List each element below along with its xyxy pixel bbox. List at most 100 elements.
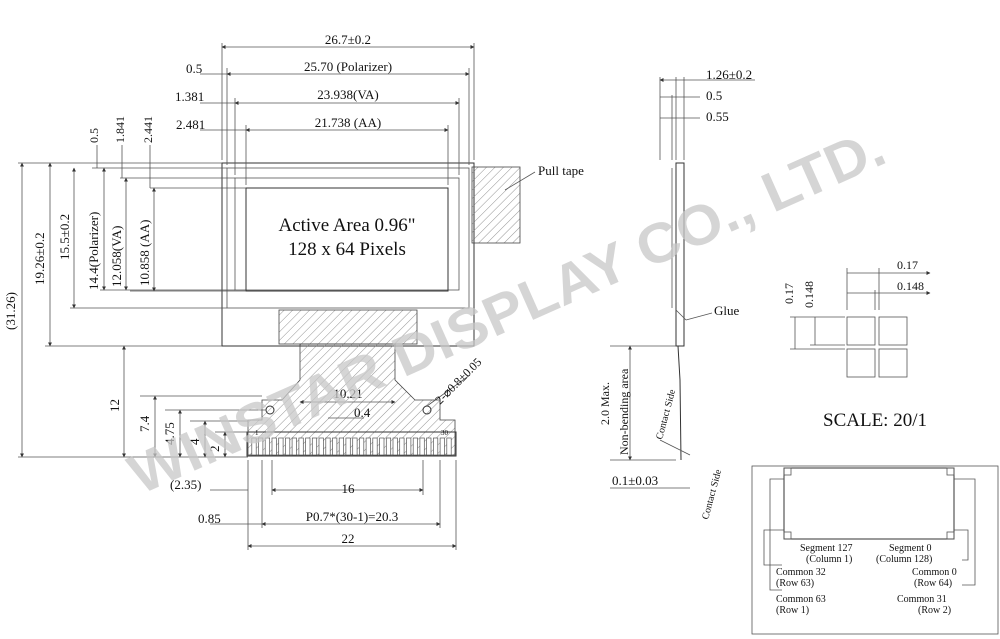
fpc-pin (385, 437, 392, 456)
dim-pixel-017-top: 0.17 (897, 258, 918, 272)
fpc-pin (264, 437, 270, 456)
active-area-pixels: 128 x 64 Pixels (288, 239, 406, 260)
pin-1-label: 1 (255, 429, 259, 437)
fpc-pin (271, 437, 277, 456)
fpc-pin (258, 437, 264, 456)
fpc-dimensions (210, 374, 471, 550)
fpc-pin (298, 437, 304, 456)
glue-label: Glue (714, 303, 740, 318)
dim-polarizer-width: 25.70 (Polarizer) (304, 59, 392, 74)
fpc-pin (305, 437, 311, 456)
dim-pitch: P0.7*(30-1)=20.3 (306, 509, 399, 524)
pixel-bl (846, 348, 876, 378)
pixel-tr (878, 316, 908, 346)
dim-475: 4.75 (162, 422, 177, 445)
fpc-pin (446, 437, 452, 456)
fpc-body (247, 343, 456, 456)
fpc-pins (251, 437, 452, 456)
dim-12: 12 (107, 399, 122, 412)
dim-side-055: 0.55 (706, 109, 729, 124)
dim-side-01: 0.1±0.03 (612, 473, 658, 488)
pixel-detail: 0.17 0.148 0.17 0.148 SCALE: 20/1 (782, 258, 931, 431)
pixel-br (878, 348, 908, 378)
dim-va-offset: 1.381 (175, 89, 204, 104)
fpc-pin (433, 437, 439, 456)
pixel-tl (846, 316, 876, 346)
contact-side-label-2: Contact Side (700, 468, 724, 521)
fpc-pin (359, 437, 365, 456)
fpc-pin (372, 437, 378, 456)
fpc-pin (412, 437, 418, 456)
dim-04: 0.4 (354, 405, 371, 420)
fpc-pin (365, 437, 371, 456)
dim-155: 15.5±0.2 (57, 214, 72, 260)
dim-side-05: 0.5 (706, 88, 722, 103)
fpc-pin (332, 437, 338, 456)
dim-aa-offset: 2.481 (176, 117, 205, 132)
dim-085: 0.85 (198, 511, 221, 526)
mapping-row64: (Row 64) (914, 578, 952, 589)
mapping-frame (751, 465, 999, 635)
fpc-pin (399, 437, 405, 456)
top-dimensions (200, 43, 475, 185)
dim-side-max: 2.0 Max. (598, 382, 612, 425)
dim-pixel-017-left: 0.17 (782, 283, 796, 304)
front-view: Active Area 0.96" 128 x 64 Pixels Pull t… (3, 32, 584, 550)
dim-2441: 2.441 (141, 116, 155, 143)
mapping-seg0: Segment 0 (889, 543, 932, 554)
mapping-row63: (Row 63) (776, 578, 814, 589)
side-fpc (677, 345, 682, 461)
mapping-col1: (Column 1) (806, 554, 852, 565)
dim-glass-height: 19.26±0.2 (32, 232, 47, 285)
mapping-com0: Common 0 (912, 567, 957, 578)
fpc-pin (439, 437, 445, 456)
dim-polarizer-height: 14.4(Polarizer) (86, 212, 101, 290)
dim-side-126: 1.26±0.2 (706, 67, 752, 82)
mapping-row1: (Row 1) (776, 605, 809, 616)
dim-16: 16 (342, 481, 356, 496)
fpc-pin (419, 437, 425, 456)
dim-pixel-0148-left: 0.148 (802, 281, 816, 308)
left-dimensions (18, 145, 266, 458)
dim-va-width: 23.938(VA) (317, 87, 379, 102)
fpc-pin (426, 437, 432, 456)
fpc-contact-strip (246, 431, 457, 457)
dim-overall-width: 26.7±0.2 (325, 32, 371, 47)
dim-74: 7.4 (137, 415, 152, 432)
fpc-pin (251, 437, 257, 456)
mapping-row2: (Row 2) (918, 605, 951, 616)
pull-tape-label: Pull tape (538, 163, 584, 178)
polarizer-outline (226, 167, 470, 309)
mapping-com31: Common 31 (897, 594, 947, 605)
va-outline (234, 177, 460, 291)
mapping-col128: (Column 128) (876, 554, 932, 565)
pin-30-label: 30 (441, 429, 449, 437)
dim-1841: 1.841 (113, 116, 127, 143)
dim-1021: 10.21 (333, 386, 362, 401)
fpc-pin (325, 437, 331, 456)
dim-total-height: (31.26) (3, 292, 18, 330)
dim-4: 4 (187, 438, 202, 445)
dim-235: (2.35) (170, 477, 201, 492)
active-area-title: Active Area 0.96" (278, 215, 415, 236)
fpc-pin (406, 437, 412, 456)
dim-aa-width: 21.738 (AA) (315, 115, 381, 130)
mapping-com63: Common 63 (776, 594, 826, 605)
fpc-pin (345, 437, 351, 456)
fpc-pin (338, 437, 344, 456)
fpc-pin (285, 437, 291, 456)
fpc-pin (278, 437, 284, 456)
aa-outline (245, 187, 449, 292)
scale-label: SCALE: 20/1 (823, 410, 927, 431)
fpc-pin (318, 437, 324, 456)
dim-2: 2 (207, 446, 222, 453)
dim-pixel-0148-top: 0.148 (897, 279, 924, 293)
fpc-pin (392, 437, 398, 456)
fpc-pin (379, 437, 385, 456)
dim-aa-height: 10.858 (AA) (137, 220, 152, 286)
non-bending-label: Non-bending area (617, 368, 631, 455)
fpc-pin (352, 437, 358, 456)
mapping-seg127: Segment 127 (800, 543, 853, 554)
dim-polarizer-offset: 0.5 (186, 61, 202, 76)
